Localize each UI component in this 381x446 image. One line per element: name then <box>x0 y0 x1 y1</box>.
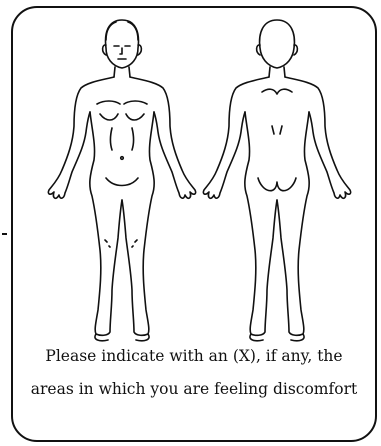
front-hair <box>106 22 138 40</box>
caption-line-1: Please indicate with an (X), if any, the <box>11 347 377 365</box>
back-body-figure[interactable] <box>203 20 350 341</box>
front-pecs <box>100 114 144 120</box>
front-hips <box>106 178 138 186</box>
back-head <box>260 20 295 68</box>
front-right-arm <box>130 77 196 198</box>
back-buttocks <box>258 178 296 191</box>
front-head <box>106 20 139 68</box>
front-navel <box>121 157 124 160</box>
front-chest <box>97 101 147 104</box>
front-nose <box>120 48 122 54</box>
caption-line-2: areas in which you are feeling discomfor… <box>11 380 377 398</box>
back-shoulder-blades <box>262 89 292 94</box>
back-torso-right <box>277 112 309 335</box>
back-spine-marks <box>272 126 282 134</box>
back-torso-left <box>245 112 277 335</box>
front-torso-right <box>122 112 154 335</box>
front-body-figure[interactable] <box>48 20 195 341</box>
front-ribs <box>111 128 134 150</box>
front-left-arm <box>48 77 114 198</box>
front-torso-left <box>90 112 122 335</box>
front-knees <box>105 240 137 247</box>
